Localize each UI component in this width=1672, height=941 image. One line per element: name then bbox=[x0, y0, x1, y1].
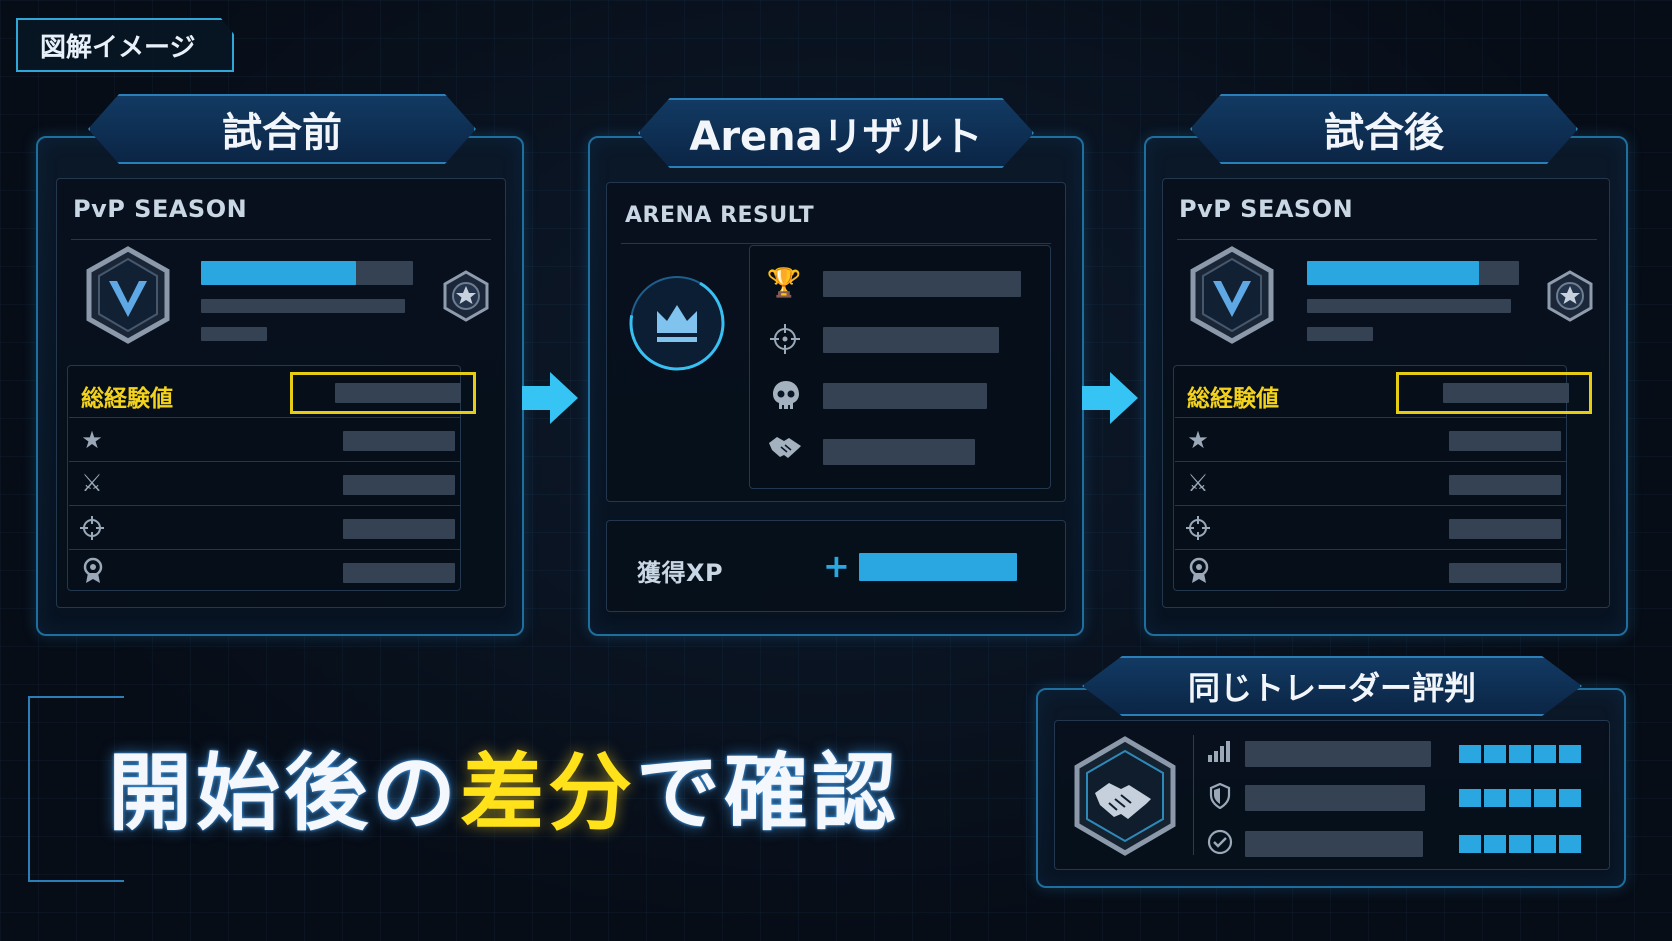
after-xp-label: 総経験値 bbox=[1187, 386, 1279, 412]
before-banner: 試合前 bbox=[88, 94, 476, 164]
reputation-divider bbox=[1193, 735, 1194, 855]
arena-stat-4 bbox=[823, 439, 975, 465]
reputation-row-1-bar bbox=[1245, 741, 1431, 767]
divider bbox=[71, 239, 491, 240]
reputation-row-2-bar bbox=[1245, 785, 1425, 811]
before-season-card: PvP SEASON 総経験値 ★ ⚔ bbox=[56, 178, 506, 608]
divider bbox=[621, 243, 1051, 244]
divider bbox=[69, 549, 461, 550]
before-season-title: PvP SEASON bbox=[73, 195, 248, 223]
reputation-banner-label: 同じトレーダー評判 bbox=[1187, 669, 1476, 707]
before-stat-3 bbox=[343, 519, 455, 539]
diagram-tag: 図解イメージ bbox=[16, 18, 234, 72]
reputation-card bbox=[1054, 720, 1610, 870]
arena-result-title: ARENA RESULT bbox=[625, 203, 815, 228]
headline-part2: 差分 bbox=[460, 744, 637, 842]
diagram-tag-label: 図解イメージ bbox=[40, 32, 196, 63]
star-icon: ★ bbox=[1187, 426, 1209, 454]
arena-xp-label: 獲得XP bbox=[637, 559, 724, 587]
divider bbox=[69, 417, 461, 418]
shield-icon bbox=[1209, 783, 1231, 809]
arrow-right-icon bbox=[1082, 372, 1138, 424]
crosshair-icon bbox=[770, 324, 800, 354]
arena-banner-label: Arenaリザルト bbox=[689, 114, 983, 160]
arena-xp-card: 獲得XP + bbox=[606, 520, 1066, 612]
before-subline-1 bbox=[201, 299, 405, 313]
arena-stat-3 bbox=[823, 383, 987, 409]
divider bbox=[69, 505, 461, 506]
check-circle-icon bbox=[1207, 829, 1233, 855]
reputation-banner: 同じトレーダー評判 bbox=[1082, 656, 1582, 716]
after-banner-label: 試合後 bbox=[1324, 110, 1444, 156]
reputation-row-2-segments bbox=[1459, 789, 1584, 811]
reputation-row-1-segments bbox=[1459, 745, 1584, 767]
before-xp-value bbox=[335, 383, 461, 403]
handshake-icon bbox=[769, 437, 801, 458]
divider bbox=[1175, 461, 1567, 462]
after-stat-4 bbox=[1449, 563, 1561, 583]
after-stat-2 bbox=[1449, 475, 1561, 495]
after-season-title: PvP SEASON bbox=[1179, 195, 1354, 223]
rank-badge-icon bbox=[86, 246, 170, 344]
star-icon: ★ bbox=[81, 426, 103, 454]
crossed-swords-icon: ⚔ bbox=[1187, 469, 1209, 497]
crosshair-icon bbox=[1186, 516, 1210, 540]
award-ribbon-icon bbox=[1189, 557, 1209, 583]
before-stat-2 bbox=[343, 475, 455, 495]
skull-icon bbox=[773, 381, 799, 409]
before-stat-4 bbox=[343, 563, 455, 583]
reputation-row-3-bar bbox=[1245, 831, 1423, 857]
arena-banner: Arenaリザルト bbox=[638, 98, 1034, 168]
headline: 開始後の差分で確認 bbox=[108, 726, 900, 847]
after-xp-value-box bbox=[1396, 372, 1592, 414]
award-ribbon-icon bbox=[83, 557, 103, 583]
crossed-swords-icon: ⚔ bbox=[81, 469, 103, 497]
arena-xp-bar bbox=[859, 553, 1017, 581]
arrow-right-icon bbox=[522, 372, 578, 424]
divider bbox=[1175, 549, 1567, 550]
reputation-row-3-segments bbox=[1459, 835, 1584, 857]
after-progress-fill bbox=[1307, 261, 1479, 285]
before-progress-fill bbox=[201, 261, 356, 285]
headline-part1: 開始後の bbox=[108, 744, 461, 842]
divider bbox=[1175, 417, 1567, 418]
handshake-emblem-icon bbox=[1074, 736, 1176, 856]
before-subline-2 bbox=[201, 327, 267, 341]
arena-stat-1 bbox=[823, 271, 1021, 297]
signal-icon bbox=[1208, 741, 1230, 762]
arena-result-card: ARENA RESULT 🏆 bbox=[606, 182, 1066, 502]
after-banner: 試合後 bbox=[1190, 94, 1578, 164]
before-stat-1 bbox=[343, 431, 455, 451]
before-xp-value-box bbox=[290, 372, 476, 414]
arena-stat-2 bbox=[823, 327, 999, 353]
divider bbox=[69, 461, 461, 462]
after-stat-3 bbox=[1449, 519, 1561, 539]
star-medal-icon bbox=[443, 270, 489, 322]
divider bbox=[1175, 505, 1567, 506]
rank-badge-icon bbox=[1190, 246, 1274, 344]
before-xp-label: 総経験値 bbox=[81, 386, 173, 412]
crown-emblem-icon bbox=[629, 275, 725, 371]
after-xp-value bbox=[1443, 383, 1569, 403]
before-banner-label: 試合前 bbox=[222, 110, 342, 156]
trophy-icon: 🏆 bbox=[766, 265, 802, 299]
after-subline-1 bbox=[1307, 299, 1511, 313]
after-season-card: PvP SEASON 総経験値 ★ ⚔ bbox=[1162, 178, 1610, 608]
star-medal-icon bbox=[1547, 270, 1593, 322]
headline-bracket bbox=[28, 696, 124, 882]
crosshair-icon bbox=[80, 516, 104, 540]
after-stat-1 bbox=[1449, 431, 1561, 451]
after-subline-2 bbox=[1307, 327, 1373, 341]
headline-part3: で確認 bbox=[636, 744, 901, 842]
divider bbox=[1177, 239, 1597, 240]
arena-xp-plus: + bbox=[823, 547, 850, 585]
